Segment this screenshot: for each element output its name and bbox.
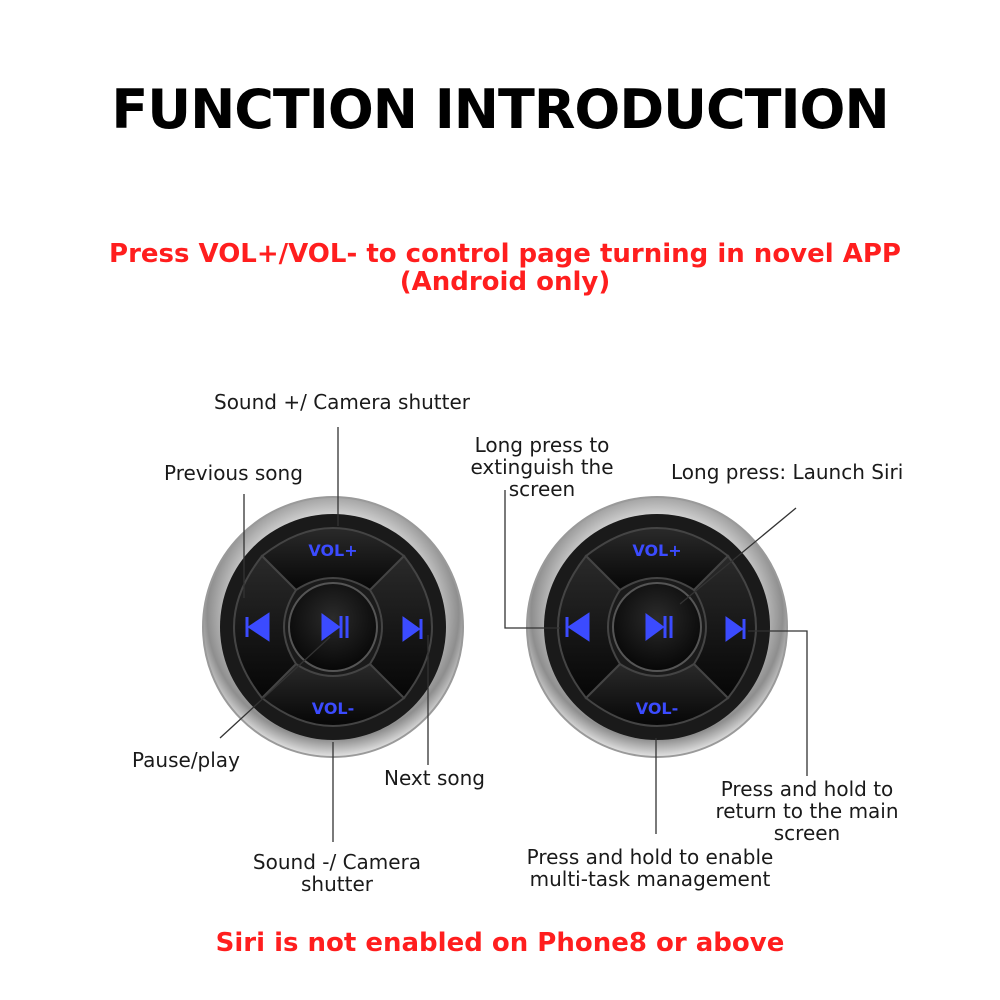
- left-vol-down-text: VOL-: [312, 699, 355, 718]
- label-pause-play: Pause/play: [132, 748, 240, 772]
- label-multitask-line-1: Press and hold to enable: [526, 845, 774, 869]
- left-next-icon: [402, 616, 423, 642]
- right-previous-icon: [565, 612, 590, 642]
- label-long-press-screen-line-1: Long press to: [474, 433, 610, 457]
- right-leader-lines: [504, 490, 808, 834]
- label-multitask: Press and hold to enable multi-task mana…: [520, 846, 780, 890]
- label-sound-down: Sound -/ Camera shutter: [240, 851, 434, 895]
- left-play-pause-icon: [321, 613, 349, 641]
- label-sound-down-line-1: Sound -/ Camera: [252, 850, 422, 874]
- left-controller: VOL+ VOL-: [202, 496, 464, 758]
- label-long-press-screen-line-3: screen: [508, 477, 576, 501]
- subtitle-note: Press VOL+/VOL- to control page turning …: [100, 240, 910, 296]
- right-next-icon: [725, 616, 746, 642]
- left-previous-icon: [245, 612, 270, 642]
- right-controller: VOL+ VOL-: [526, 496, 788, 758]
- label-main-screen-line-3: screen: [773, 821, 841, 845]
- right-vol-up-text: VOL+: [632, 541, 681, 560]
- right-next-button[interactable]: [692, 554, 757, 700]
- label-sound-up: Sound +/ Camera shutter: [214, 390, 471, 414]
- label-multitask-line-2: multi-task management: [529, 867, 771, 891]
- left-next-button[interactable]: [368, 554, 433, 700]
- label-previous-song: Previous song: [164, 461, 303, 485]
- label-next-song: Next song: [384, 766, 485, 790]
- page-title: FUNCTION INTRODUCTION: [111, 78, 889, 141]
- right-vol-down-text: VOL-: [636, 699, 679, 718]
- label-main-screen-line-1: Press and hold to: [720, 777, 894, 801]
- label-long-press-screen: Long press to extinguish the screen: [462, 434, 622, 500]
- label-sound-down-line-2: shutter: [301, 872, 373, 896]
- label-main-screen: Press and hold to return to the main scr…: [710, 778, 904, 844]
- subtitle-line-2: (Android only): [399, 267, 611, 297]
- label-long-press-screen-line-2: extinguish the: [470, 455, 614, 479]
- left-vol-up-text: VOL+: [308, 541, 357, 560]
- left-leader-lines: [219, 427, 429, 842]
- right-play-pause-icon: [645, 613, 673, 641]
- subtitle-line-1: Press VOL+/VOL- to control page turning …: [109, 239, 901, 269]
- footer-note: Siri is not enabled on Phone8 or above: [215, 928, 785, 958]
- label-main-screen-line-2: return to the main: [715, 799, 899, 823]
- label-launch-siri: Long press: Launch Siri: [671, 460, 904, 484]
